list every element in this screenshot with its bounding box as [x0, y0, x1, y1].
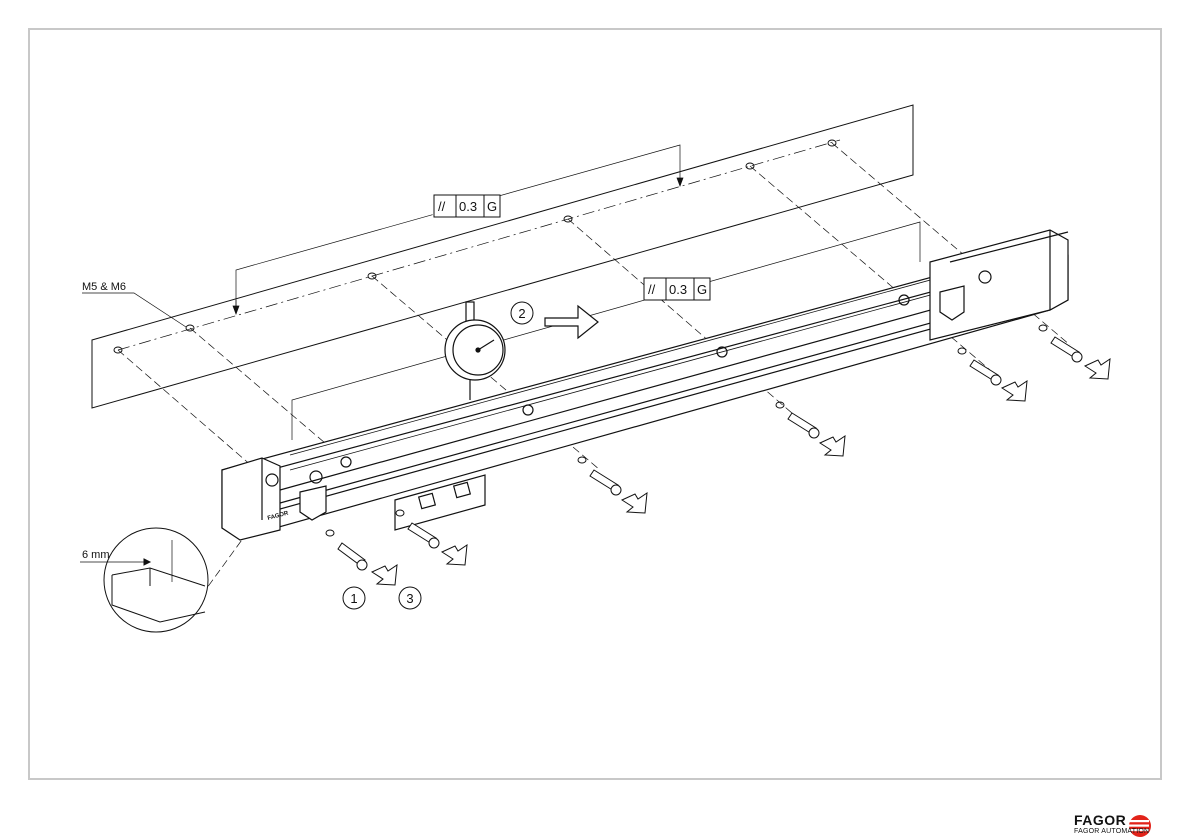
screw-4: [776, 402, 845, 456]
screw-1: [326, 530, 397, 585]
screw-spec-leader: [82, 293, 186, 327]
tolerance-top-datum: G: [487, 199, 497, 214]
push-arrow-icon: [372, 565, 397, 585]
screw-spec-label: M5 & M6: [82, 281, 126, 293]
tolerance-top-symbol: //: [438, 199, 446, 214]
linear-scale-body: [222, 230, 1068, 540]
push-arrow-icon: [1085, 359, 1110, 379]
screw-5: [958, 348, 1027, 401]
step-number-3: 3: [406, 591, 413, 606]
screw-6: [1039, 325, 1110, 379]
tolerance-bottom-value: 0.3: [669, 282, 687, 297]
direction-arrow: [545, 306, 598, 338]
screw-3: [578, 457, 647, 513]
dial-indicator: [445, 302, 505, 400]
push-arrow-icon: [442, 545, 467, 565]
push-arrow-icon: [1002, 381, 1027, 401]
step-number-2: 2: [518, 306, 525, 321]
tolerance-bottom-symbol: //: [648, 282, 656, 297]
brand-subtitle: FAGOR AUTOMATION: [1074, 828, 1149, 835]
push-arrow-icon: [820, 436, 845, 456]
brand-name: FAGOR: [1074, 812, 1126, 828]
tolerance-bottom-datum: G: [697, 282, 707, 297]
hole-centerline: [118, 140, 840, 350]
offset-label: 6 mm: [82, 549, 110, 561]
offset-detail: [80, 528, 208, 632]
step-number-1: 1: [350, 591, 357, 606]
parallelism-dimension-top: [233, 145, 683, 314]
push-arrow-icon: [622, 493, 647, 513]
tolerance-top-value: 0.3: [459, 199, 477, 214]
